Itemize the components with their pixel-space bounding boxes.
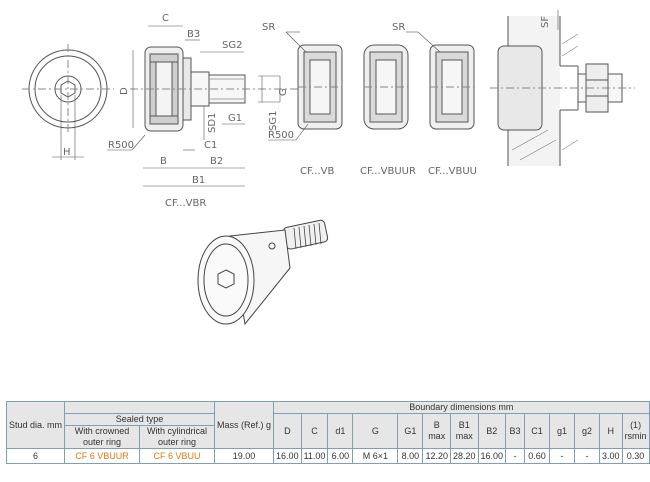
dim-label-g: G xyxy=(278,88,289,96)
dim-label-sr-left: SR xyxy=(262,22,275,33)
dim-label-d: D xyxy=(119,87,130,95)
table-cell: M 6×1 xyxy=(352,448,399,464)
table-cell: - xyxy=(574,448,601,464)
col-header: B2 xyxy=(477,413,507,449)
col-header: C1 xyxy=(524,413,551,449)
col-header: G1 xyxy=(397,413,424,449)
dim-label-r500-left: R500 xyxy=(108,140,134,151)
col-header: g1 xyxy=(549,413,576,449)
cam-follower-3d-image xyxy=(197,219,329,326)
dim-label-sr-right: SR xyxy=(392,22,405,33)
header-cylindrical-outer-ring: With cylindrical outer ring xyxy=(139,425,216,449)
table-cell: 6.00 xyxy=(327,448,354,464)
col-header: D xyxy=(273,413,302,449)
col-header: G xyxy=(352,413,399,449)
model-link-crowned[interactable]: CF 6 VBUUR xyxy=(64,448,141,464)
dim-label-sf: SF xyxy=(540,16,551,28)
cell-stud: 6 xyxy=(5,448,66,464)
header-crowned-outer-ring: With crowned outer ring xyxy=(64,425,141,449)
caption-vbr: CF...VBR xyxy=(165,198,206,209)
caption-vb: CF...VB xyxy=(300,166,335,177)
col-header: B3 xyxy=(505,413,526,449)
col-header: B1 max xyxy=(449,413,479,449)
table-cell: 16.00 xyxy=(477,448,507,464)
header-boundary-dimensions: Boundary dimensions mm xyxy=(273,401,650,414)
dim-label-c: C xyxy=(162,13,169,24)
dim-label-h: H xyxy=(63,147,71,158)
vb-view xyxy=(268,31,343,141)
dim-label-g1: G1 xyxy=(228,113,242,124)
dim-label-b: B xyxy=(160,156,167,167)
table-cell: - xyxy=(549,448,576,464)
table-cell: 12.20 xyxy=(422,448,451,464)
dim-label-b1: B1 xyxy=(192,175,205,186)
table-row: 6 CF 6 VBUUR CF 6 VBUU 19.00 16.00 11.00… xyxy=(5,448,650,464)
table-cell: 0.30 xyxy=(621,448,650,464)
vbuu-view xyxy=(406,31,475,130)
header-mass: Mass (Ref.) g xyxy=(214,401,275,449)
caption-vbuu: CF...VBUU xyxy=(428,166,477,177)
dim-label-r500-right: R500 xyxy=(268,130,294,141)
dim-label-b3: B3 xyxy=(187,29,200,40)
cam-follower-technical-drawing: C B3 SG2 SR SR SF D G SD1 G1 SG1 C1 R500… xyxy=(22,10,635,209)
dim-label-c1: C1 xyxy=(204,140,217,151)
col-header: (1) rsmin xyxy=(621,413,650,449)
col-header: C xyxy=(300,413,329,449)
table-cell: 16.00 xyxy=(273,448,302,464)
dim-label-b2: B2 xyxy=(210,156,223,167)
col-header: d1 xyxy=(327,413,354,449)
col-header: g2 xyxy=(574,413,601,449)
col-header: H xyxy=(599,413,623,449)
dim-label-sg1: SG1 xyxy=(268,111,279,131)
model-link-cylindrical[interactable]: CF 6 VBUU xyxy=(139,448,216,464)
table-cell: - xyxy=(505,448,526,464)
mounted-view xyxy=(490,10,635,166)
cell-mass: 19.00 xyxy=(214,448,275,464)
dim-label-sd1: SD1 xyxy=(207,113,218,133)
dim-label-sg2: SG2 xyxy=(222,40,242,51)
table-cell: 0.60 xyxy=(524,448,551,464)
header-stud-dia: Stud dia. mm xyxy=(5,401,66,449)
table-cell: 3.00 xyxy=(599,448,623,464)
table-cell: 8.00 xyxy=(397,448,424,464)
table-cell: 28.20 xyxy=(449,448,479,464)
table-cell: 11.00 xyxy=(300,448,329,464)
header-sealed-type: Sealed type xyxy=(64,413,216,426)
end-view xyxy=(22,44,114,160)
vbuur-view xyxy=(363,44,409,130)
main-section-view xyxy=(107,25,300,187)
caption-vbuur: CF...VBUUR xyxy=(360,166,416,177)
col-header: B max xyxy=(422,413,451,449)
specification-table: Stud dia. mm Mass (Ref.) g Boundary dime… xyxy=(5,401,650,464)
